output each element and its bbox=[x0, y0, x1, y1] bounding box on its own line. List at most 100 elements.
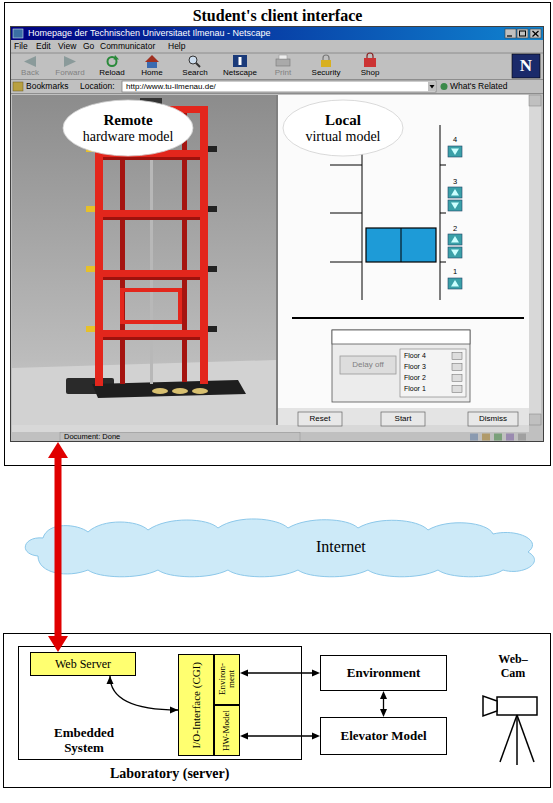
virtual-elevator-model bbox=[330, 165, 362, 166]
virtual-elevator-model bbox=[330, 262, 362, 263]
bubble-ellipse bbox=[283, 100, 403, 156]
virtual-elevator-model bbox=[448, 146, 462, 157]
browser-chrome bbox=[512, 54, 540, 78]
browser-chrome bbox=[367, 53, 373, 58]
browser-chrome bbox=[470, 434, 478, 441]
virtual-elevator-model bbox=[448, 234, 462, 245]
environment-module-box: Environ-ment bbox=[214, 654, 240, 705]
toolbar-label: Back bbox=[7, 68, 53, 78]
virtual-elevator-model bbox=[468, 412, 518, 426]
browser-chrome bbox=[529, 95, 541, 106]
browser-chrome bbox=[11, 93, 543, 94]
toolbar-label: Forward bbox=[47, 68, 93, 78]
connector bbox=[107, 676, 179, 714]
browser-chrome bbox=[533, 31, 539, 37]
elevator-hardware-photo bbox=[95, 270, 208, 277]
bubble-outline bbox=[282, 99, 404, 157]
connector bbox=[380, 691, 387, 717]
browser-chrome bbox=[518, 434, 526, 441]
toolbar-label: Home bbox=[129, 68, 175, 78]
virtual-elevator-model bbox=[448, 247, 462, 258]
node-text: Remote bbox=[103, 112, 152, 129]
button-label: Delay off bbox=[340, 356, 396, 374]
arrow-head bbox=[240, 670, 248, 677]
logo-letter: N bbox=[512, 54, 540, 78]
connector bbox=[240, 733, 320, 740]
elevator-hardware-photo bbox=[152, 388, 168, 394]
virtual-elevator-model bbox=[451, 250, 459, 257]
menu-item: View bbox=[58, 41, 76, 52]
virtual-elevator-model bbox=[292, 317, 524, 319]
webcam-label: Web–Cam bbox=[495, 652, 531, 680]
toolbar-label: Netscape bbox=[217, 68, 263, 78]
virtual-elevator-model bbox=[451, 236, 459, 243]
browser-chrome bbox=[11, 27, 543, 40]
virtual-elevator-model bbox=[448, 187, 462, 198]
connector-line bbox=[246, 735, 315, 736]
browser-chrome bbox=[12, 360, 276, 425]
floor-number: 4 bbox=[449, 135, 461, 144]
virtual-elevator-model bbox=[381, 412, 425, 426]
floor-number: 3 bbox=[449, 177, 461, 186]
bubble-ellipse bbox=[63, 100, 193, 156]
arrow-head bbox=[312, 733, 320, 740]
virtual-elevator-model bbox=[452, 353, 462, 360]
virtual-elevator-model bbox=[400, 349, 466, 397]
webcam-drawing bbox=[517, 715, 534, 762]
arrow-head bbox=[48, 636, 68, 652]
browser-chrome bbox=[233, 55, 247, 67]
browser-chrome bbox=[10, 26, 544, 442]
virtual-elevator-model bbox=[366, 228, 436, 262]
browser-chrome bbox=[10, 26, 544, 442]
environment-box: Environment bbox=[320, 655, 447, 691]
virtual-elevator-model bbox=[451, 189, 459, 196]
node-text: hardware model bbox=[83, 129, 174, 145]
browser-chrome bbox=[430, 85, 435, 89]
elevator-hardware-photo bbox=[208, 326, 217, 332]
virtual-elevator-model bbox=[451, 203, 459, 210]
browser-chrome bbox=[506, 434, 514, 441]
virtual-elevator-model bbox=[440, 262, 446, 263]
toolbar-label: Shop bbox=[347, 68, 393, 78]
webcam-drawing bbox=[500, 715, 517, 762]
internet-cloud: Internet bbox=[18, 516, 543, 578]
elevator-hardware-photo bbox=[172, 388, 188, 394]
browser-chrome bbox=[428, 82, 436, 91]
connector-line bbox=[383, 697, 384, 712]
embedded-system-box: Embedded SystemWeb ServerI/O-Interface (… bbox=[18, 646, 302, 760]
browser-chrome bbox=[529, 414, 541, 425]
arrow-head bbox=[48, 442, 68, 458]
browser-chrome bbox=[482, 434, 490, 441]
node-text: Homepage der Technischen Universitaet Il… bbox=[28, 28, 270, 39]
toolbar-label: Print bbox=[260, 68, 306, 78]
floor-label: Floor 2 bbox=[404, 373, 426, 383]
browser-chrome bbox=[364, 58, 376, 67]
arrow-head bbox=[240, 733, 248, 740]
browser-chrome bbox=[12, 433, 542, 442]
menu-item: Help bbox=[168, 41, 185, 52]
browser-chrome bbox=[239, 57, 242, 65]
elevator-hardware-photo bbox=[122, 290, 180, 322]
browser-chrome bbox=[276, 95, 278, 425]
node-text: Environ-ment bbox=[218, 657, 237, 702]
elevator-model-box: Elevator Model bbox=[320, 717, 447, 755]
browser-chrome bbox=[60, 433, 300, 442]
menu-item: File bbox=[14, 41, 28, 52]
elevator-hardware-photo bbox=[66, 98, 246, 398]
elevator-hardware-photo bbox=[95, 330, 208, 337]
virtual-elevator-model bbox=[401, 228, 402, 262]
node-text: Elevator Model bbox=[340, 728, 426, 744]
virtual-elevator-model bbox=[451, 280, 459, 287]
floor-label: Floor 1 bbox=[404, 384, 426, 394]
toolbar-label: Security bbox=[303, 68, 349, 78]
location-text: Location: bbox=[80, 81, 115, 92]
menu-item: Go bbox=[83, 41, 94, 52]
elevator-hardware-photo bbox=[208, 266, 217, 272]
browser-chrome bbox=[189, 56, 197, 64]
elevator-hardware-photo bbox=[200, 108, 208, 384]
node-text: Environment bbox=[347, 665, 420, 681]
virtual-elevator-model bbox=[440, 213, 446, 214]
virtual-elevator-model bbox=[448, 200, 462, 211]
elevator-hardware-photo bbox=[86, 206, 95, 212]
elevator-hardware-photo bbox=[103, 337, 200, 340]
